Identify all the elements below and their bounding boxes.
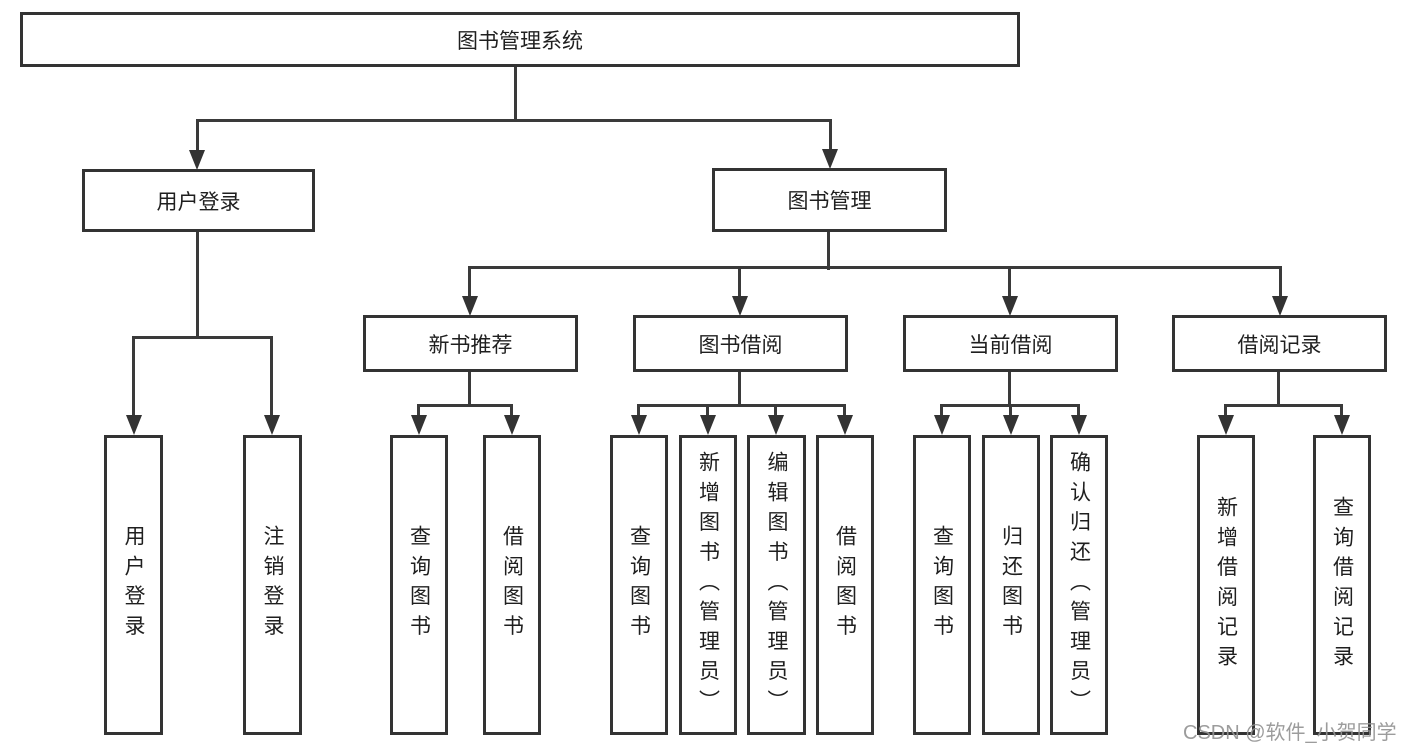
- arrow-down-icon: [837, 415, 853, 435]
- arrow-down-icon: [1002, 296, 1018, 316]
- arrow-down-icon: [732, 296, 748, 316]
- arrow-down-icon: [504, 415, 520, 435]
- connector-line: [1009, 404, 1012, 417]
- leaf-label: 归还图书: [999, 525, 1023, 645]
- connector-line: [514, 67, 517, 122]
- connector-line: [738, 372, 741, 407]
- connector-line: [637, 404, 640, 417]
- connector-line: [637, 404, 846, 407]
- leaf-label: 借阅图书: [833, 525, 857, 645]
- node-root-system: 图书管理系统: [20, 12, 1020, 67]
- node-new-book-recommendation: 新书推荐: [363, 315, 578, 372]
- connector-line: [468, 266, 1282, 269]
- arrow-down-icon: [631, 415, 647, 435]
- connector-line: [196, 119, 199, 152]
- leaf-user-login: 用户登录: [104, 435, 163, 735]
- node-label: 借阅记录: [1237, 333, 1322, 357]
- connector-line: [1008, 372, 1011, 407]
- connector-line: [132, 336, 135, 417]
- arrow-down-icon: [934, 415, 950, 435]
- leaf-borrow-query-books: 查询图书: [610, 435, 668, 735]
- leaf-borrow-edit-books-admin: 编辑图书（管理员）: [747, 435, 806, 735]
- arrow-down-icon: [1334, 415, 1350, 435]
- leaf-label: 用户登录: [122, 525, 145, 645]
- leaf-current-confirm-return-admin: 确认归还（管理员）: [1050, 435, 1108, 735]
- connector-line: [1224, 404, 1227, 417]
- arrow-down-icon: [126, 415, 142, 435]
- connector-line: [1008, 266, 1011, 298]
- connector-line: [738, 266, 741, 298]
- connector-line: [196, 232, 199, 339]
- connector-line: [510, 404, 513, 417]
- node-user-login: 用户登录: [82, 169, 315, 232]
- leaf-label: 新增图书（管理员）: [696, 450, 720, 720]
- leaf-label: 查询图书: [407, 525, 431, 645]
- arrow-down-icon: [1071, 415, 1087, 435]
- node-current-borrowing: 当前借阅: [903, 315, 1118, 372]
- watermark: CSDN @软件_小贺同学: [1183, 722, 1397, 744]
- node-book-management: 图书管理: [712, 168, 947, 232]
- leaf-label: 编辑图书（管理员）: [765, 450, 788, 720]
- leaf-label: 查询图书: [930, 525, 954, 645]
- arrow-down-icon: [1218, 415, 1234, 435]
- leaf-recommend-borrow-books: 借阅图书: [483, 435, 541, 735]
- leaf-label: 查询图书: [627, 525, 651, 645]
- arrow-down-icon: [1003, 415, 1019, 435]
- connector-line: [827, 232, 830, 270]
- leaf-recommend-query-books: 查询图书: [390, 435, 448, 735]
- leaf-label: 查询借阅记录: [1330, 495, 1354, 675]
- node-label: 用户登录: [156, 190, 241, 214]
- connector-line: [1224, 404, 1343, 407]
- arrow-down-icon: [768, 415, 784, 435]
- node-label: 图书管理系统: [457, 29, 583, 53]
- connector-line: [270, 336, 273, 417]
- connector-line: [468, 266, 471, 298]
- leaf-logout: 注销登录: [243, 435, 302, 735]
- leaf-borrow-borrow-books: 借阅图书: [816, 435, 874, 735]
- node-label: 新书推荐: [428, 333, 513, 357]
- arrow-down-icon: [700, 415, 716, 435]
- connector-line: [843, 404, 846, 417]
- arrow-down-icon: [411, 415, 427, 435]
- node-book-borrowing: 图书借阅: [633, 315, 848, 372]
- connector-line: [940, 404, 943, 417]
- node-borrowing-records: 借阅记录: [1172, 315, 1387, 372]
- node-label: 图书管理: [787, 190, 872, 213]
- connector-line: [1340, 404, 1343, 417]
- connector-line: [417, 404, 513, 407]
- connector-line: [196, 119, 832, 122]
- arrow-down-icon: [462, 296, 478, 316]
- leaf-current-query-books: 查询图书: [913, 435, 971, 735]
- connector-line: [132, 336, 273, 339]
- leaf-label: 借阅图书: [500, 525, 524, 645]
- leaf-borrow-add-books-admin: 新增图书（管理员）: [679, 435, 737, 735]
- arrow-down-icon: [264, 415, 280, 435]
- leaf-records-query-record: 查询借阅记录: [1313, 435, 1371, 735]
- connector-line: [706, 404, 709, 417]
- leaf-current-return-books: 归还图书: [982, 435, 1040, 735]
- node-label: 当前借阅: [968, 333, 1053, 357]
- leaf-label: 新增借阅记录: [1214, 495, 1238, 675]
- connector-line: [1279, 266, 1282, 298]
- arrow-down-icon: [1272, 296, 1288, 316]
- leaf-label: 确认归还（管理员）: [1067, 450, 1091, 720]
- leaf-label: 注销登录: [261, 525, 284, 645]
- connector-line: [417, 404, 420, 417]
- leaf-records-add-record: 新增借阅记录: [1197, 435, 1255, 735]
- arrow-down-icon: [822, 149, 838, 169]
- connector-line: [774, 404, 777, 417]
- node-label: 图书借阅: [698, 333, 783, 357]
- connector-line: [829, 119, 832, 152]
- arrow-down-icon: [189, 150, 205, 170]
- connector-line: [468, 372, 471, 407]
- connector-line: [1077, 404, 1080, 417]
- connector-line: [1277, 372, 1280, 407]
